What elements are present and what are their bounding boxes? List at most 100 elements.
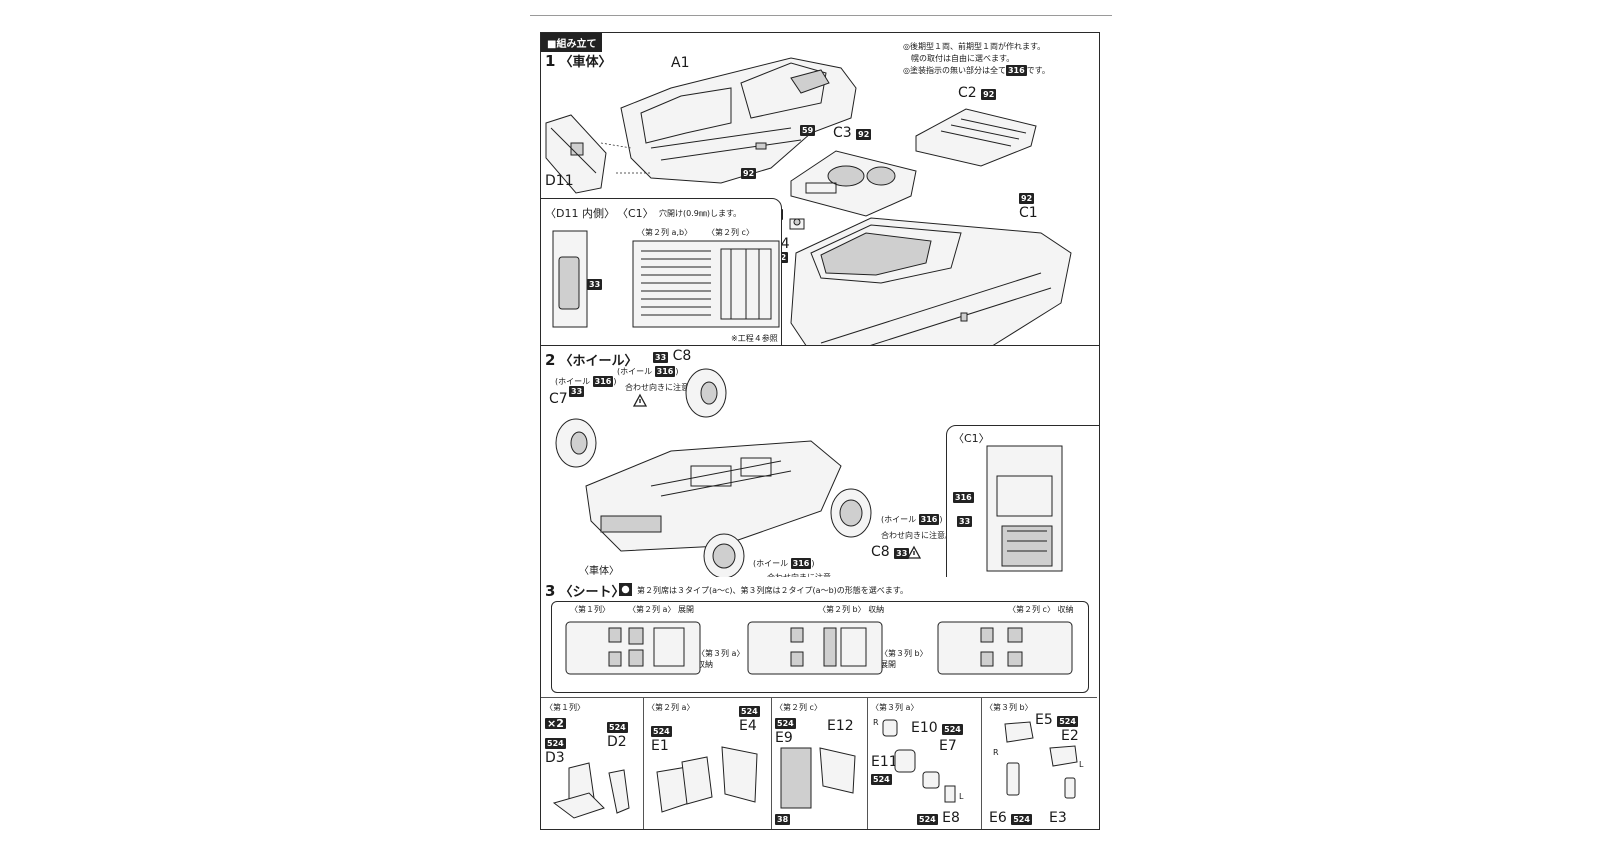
inset-c1-step2-title: 〈C1〉 [953, 432, 990, 445]
part-c3-label: C3 92 [833, 125, 872, 141]
c3-engine-drawing [790, 150, 917, 217]
inset-c1-title: 〈C1〉 [617, 207, 654, 220]
part-d11-label: D11 [545, 173, 574, 189]
part-e12-label: E12 [827, 718, 854, 734]
seat-e9-drawing [780, 747, 856, 809]
notes-block: ◎後期型１両、前期型１両が作れます。 幌の取付は自由に選べます。 ◎塗装指示の無… [903, 41, 1050, 77]
caution-note-1: 合わせ向きに注意。 [625, 383, 697, 392]
wheel-note-2: (ホイール 316) [617, 366, 679, 377]
top-rule [530, 15, 1112, 16]
step1-title: 1〈車体〉 [545, 52, 612, 70]
sub-row3-badge2: 38 [775, 814, 791, 825]
step3-title: 3〈シート〉 [545, 582, 625, 600]
seat-d3-drawing [552, 762, 630, 819]
part-e7-label: E7 [939, 738, 957, 754]
c1-rear-drawing [986, 445, 1063, 572]
warning-icon-2 [906, 545, 922, 559]
part-a1-label: A1 [671, 55, 690, 71]
part-e5-label: E5 524 [1035, 712, 1078, 728]
view2-top-label: 〈第２列 b〉 収納 [818, 605, 885, 614]
part-e10-label: E10 524 [911, 720, 963, 736]
sub-row5-r: R [993, 748, 999, 757]
inset-d11-inner: 〈D11 内側〉 33 〈C1〉 穴開け(0.9㎜)します。 〈第２列 a,b〉… [540, 198, 782, 348]
choice-icon-step3 [619, 583, 632, 596]
d11-tailgate-drawing [545, 114, 607, 194]
inset-c1-step2-badge-a: 316 [953, 492, 974, 503]
note-1: ◎後期型１両、前期型１両が作れます。 [903, 42, 1046, 51]
inset-c1-step2: 〈C1〉 316 33 [946, 425, 1100, 580]
view1-top-label: 〈第２列 a〉 展開 [628, 605, 694, 614]
wheel-note-4: (ホイール 316) [753, 558, 815, 569]
view1-topdown-drawing [565, 621, 701, 675]
step3-panel: 3〈シート〉 第２列席は３タイプ(a〜c)、第３列席は２タイプ(a〜b)の形態を… [540, 577, 1100, 830]
seat-e5-drawing [1004, 721, 1078, 799]
note-2: 幌の取付は自由に選べます。 [911, 54, 1015, 63]
part-c8-label-a: 33 C8 [653, 348, 692, 364]
part-e2-label: E2 [1061, 728, 1079, 744]
view1-left-label: 〈第１列〉 [570, 605, 610, 614]
sub-row4-r: R [873, 718, 879, 727]
wheel-c7-bottom-drawing [703, 533, 745, 579]
sub-row3-title: 〈第２列 c〉 [775, 703, 822, 712]
part-e3-label: E3 [1049, 810, 1067, 826]
sub-row1-title: 〈第１列〉 [545, 703, 585, 712]
part-e6-label: E6 524 [989, 810, 1032, 826]
assembly-tab: ■組み立て [541, 33, 603, 52]
step2-panel: 2〈ホイール〉 (ホイール 316) C7 33 33 C8 (ホイール 316… [540, 345, 1100, 582]
view2-right-label: 〈第３列 b〉展開 [880, 649, 928, 669]
seat-e10-drawing [882, 719, 956, 803]
a1-badge-front: 59 [800, 125, 816, 136]
view3-topdown-drawing [937, 621, 1073, 675]
inset-c1-note: ※工程４参照 [731, 334, 778, 343]
inset-c1-drill: 穴開け(0.9㎜)します。 [659, 209, 742, 218]
step2-title: 2〈ホイール〉 [545, 351, 638, 369]
c2-floor-drawing [915, 108, 1037, 167]
inset-c1-col-c: 〈第２列 c〉 [707, 228, 754, 237]
part-c7-label-a: C7 [549, 391, 568, 407]
part-c2-label: C2 92 [958, 85, 997, 101]
view1-right-label: 〈第３列 a〉収納 [697, 649, 745, 669]
a1-badge-side: 92 [741, 168, 757, 179]
part-e8-label: 524 E8 [917, 810, 960, 826]
sub-row5-col: 〈第３列 b〉 E5 524 E2 R L E6 524 E3 [981, 698, 1097, 829]
d11-inner-badge: 33 [587, 279, 603, 290]
step3-instruction: 第２列席は３タイプ(a〜c)、第３列席は２タイプ(a〜b)の形態を選べます。 [637, 586, 908, 595]
view2-topdown-drawing [747, 621, 883, 675]
d11-inner-drawing [552, 230, 588, 328]
wheel-note-1: (ホイール 316) [555, 376, 617, 387]
c4-part-drawing [789, 218, 805, 230]
sub-row2-title: 〈第２列 a〉 [647, 703, 695, 712]
sub-row1-mult: ×2 [545, 717, 566, 730]
caution-note-2: 合わせ向きに注意。 [881, 531, 953, 540]
wheel-c7-left-drawing [555, 418, 597, 468]
wheel-c8-right-drawing [830, 488, 872, 538]
wheel-note-3: (ホイール 316) [881, 514, 943, 525]
sub-row4-l: L [959, 792, 964, 801]
sub-row5-title: 〈第３列 b〉 [985, 703, 1033, 712]
inset-c1-col-ab: 〈第２列 a,b〉 [637, 228, 693, 237]
warning-icon-1 [632, 393, 648, 407]
inset-d11-title: 〈D11 内側〉 [545, 207, 615, 220]
sub-row4-title: 〈第３列 a〉 [871, 703, 919, 712]
wheel-c8-top-drawing [685, 368, 727, 418]
instruction-sheet: ■組み立て 1〈車体〉 ◎後期型１両、前期型１両が作れます。 幌の取付は自由に選… [540, 32, 1100, 840]
view3-top-label: 〈第２列 c〉 収納 [1008, 605, 1074, 614]
c1-grid-drawing [632, 240, 780, 328]
part-c8-label-b: C8 33 [871, 544, 910, 560]
step1-panel: ■組み立て 1〈車体〉 ◎後期型１両、前期型１両が作れます。 幌の取付は自由に選… [540, 32, 1100, 394]
inset-c1-step2-badge-b: 33 [957, 516, 973, 527]
seat-views-box: 〈第１列〉 〈第２列 a〉 展開 〈第３列 a〉収納 〈第２列 b〉 収納 〈第… [551, 601, 1089, 693]
body-label-step2: 〈車体〉 [579, 566, 619, 577]
